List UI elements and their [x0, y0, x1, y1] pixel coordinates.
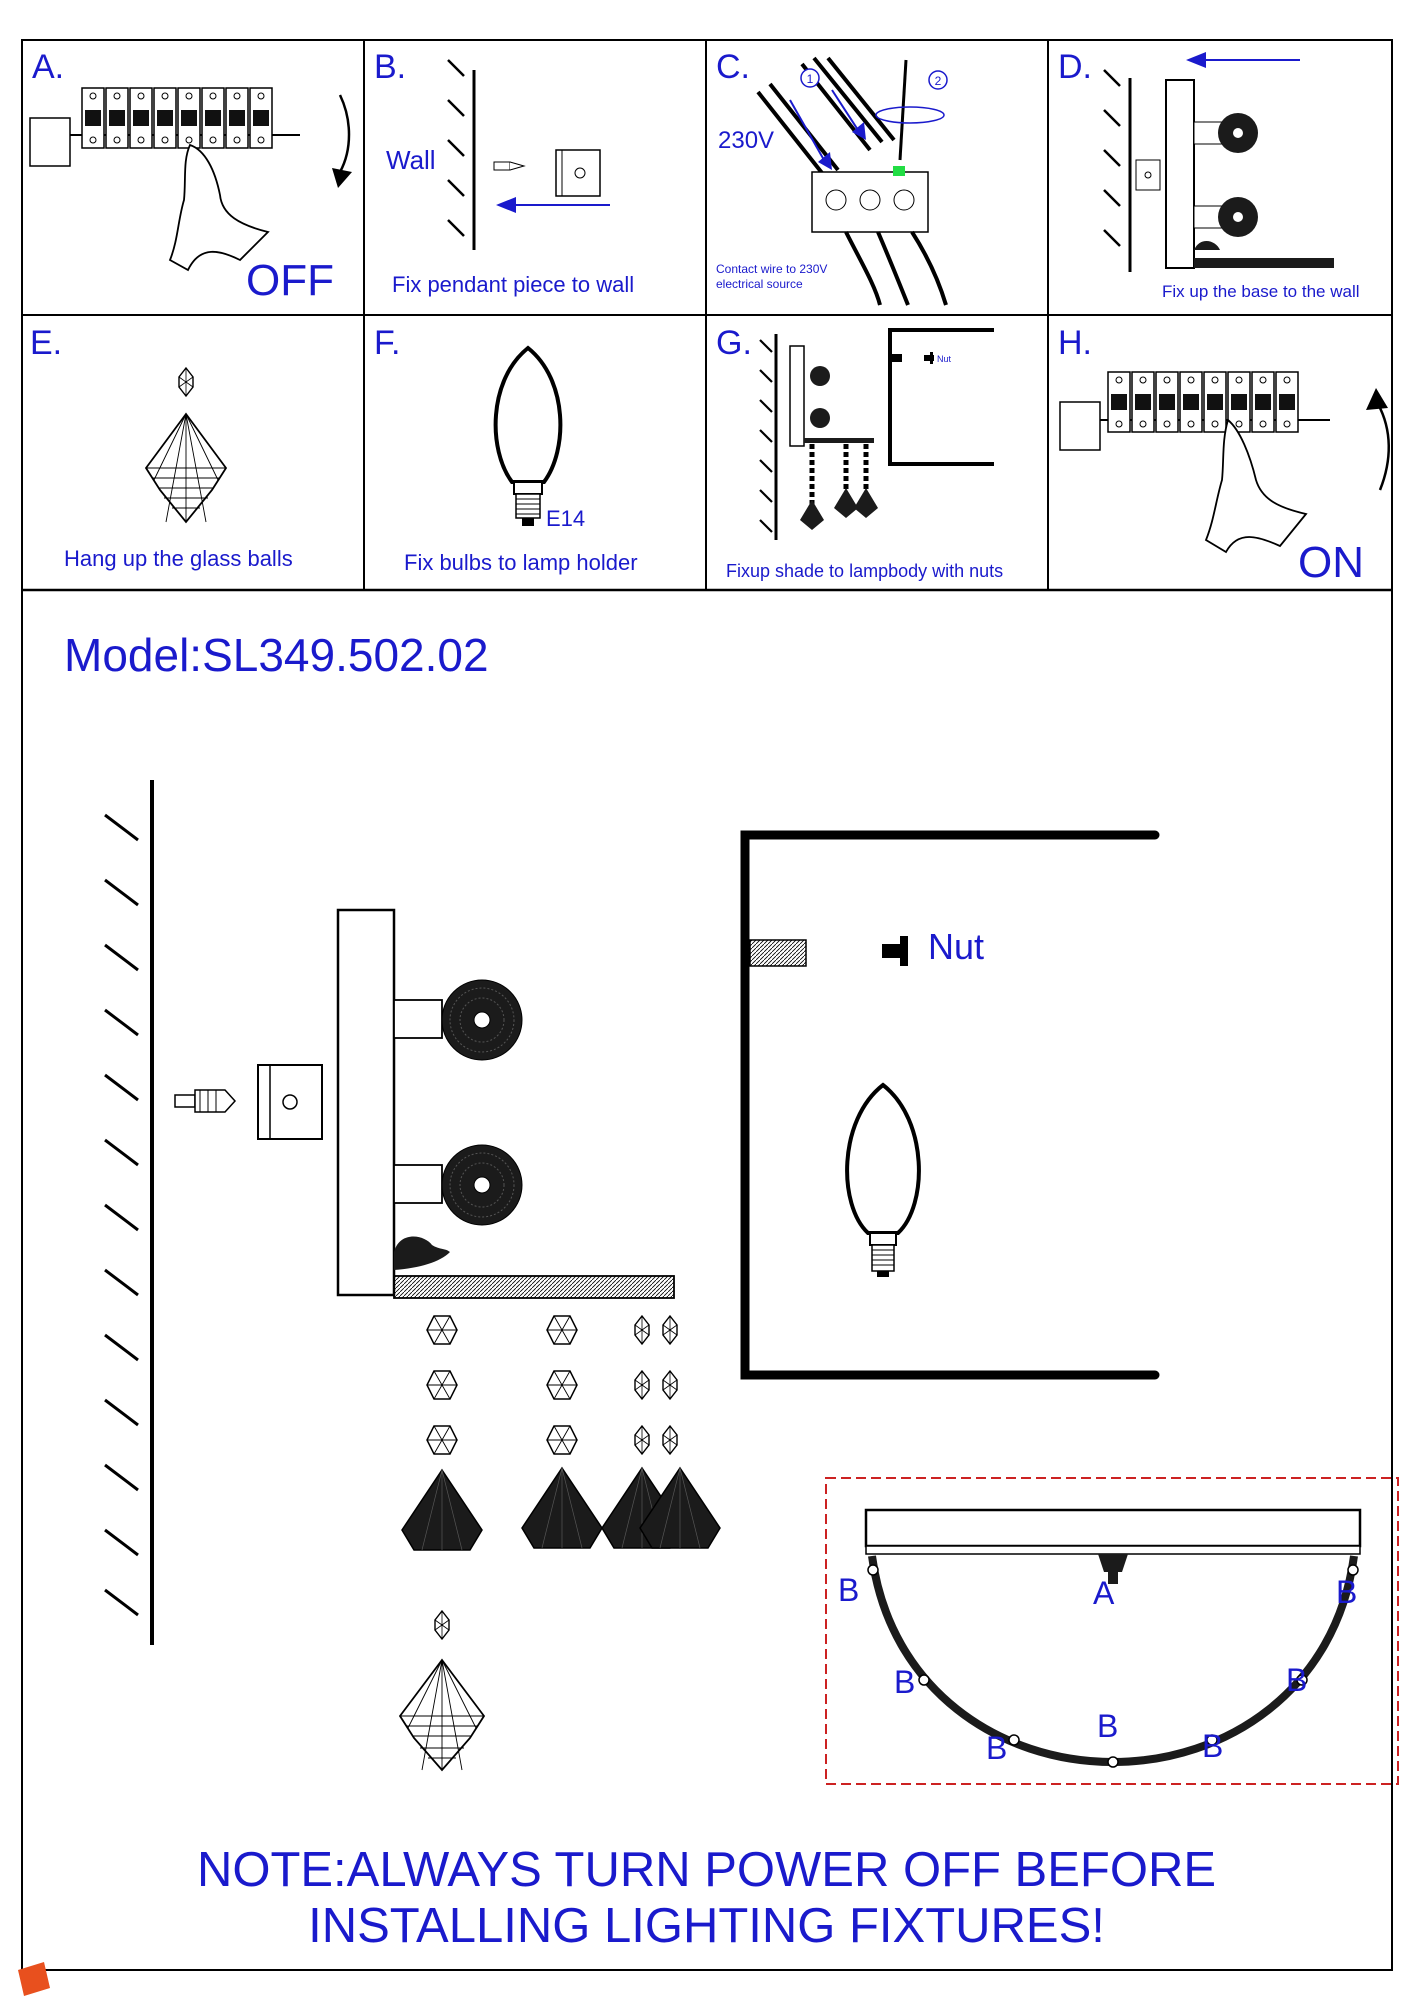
- main-bulb: [845, 1082, 921, 1277]
- panel-d-base-illustration: [1103, 52, 1334, 272]
- model-title: Model:SL349.502.02: [64, 629, 489, 681]
- step-c-caption: Contact wire to 230V electrical source: [716, 262, 828, 291]
- callout-b: B: [1202, 1728, 1224, 1764]
- main-nut-label: Nut: [928, 926, 985, 967]
- marker-2-label: 2: [935, 74, 942, 88]
- step-b-wall-label: Wall: [386, 145, 436, 175]
- step-c-voltage: 230V: [718, 127, 775, 154]
- step-a-letter: A.: [32, 48, 65, 86]
- step-d-caption: Fix up the base to the wall: [1162, 282, 1360, 301]
- main-mounting-bracket: [174, 1064, 323, 1140]
- step-b-caption: Fix pendant piece to wall: [392, 272, 635, 297]
- step-g-nut-label: Nut: [937, 354, 952, 364]
- store-badge-icon: [18, 1962, 50, 1996]
- step-h-caption: ON: [1298, 538, 1364, 587]
- safety-note-line-1: NOTE:ALWAYS TURN POWER OFF BEFORE: [196, 1843, 1217, 1897]
- step-b-letter: B.: [374, 48, 407, 86]
- step-f-bulb-label: E14: [546, 506, 586, 531]
- panel-g-shade-illustration: [759, 328, 994, 540]
- step-e-caption: Hang up the glass balls: [64, 546, 293, 571]
- callout-b: B: [894, 1664, 916, 1700]
- panel-b-wall-illustration: [447, 59, 610, 250]
- callout-b: B: [838, 1572, 860, 1608]
- panel-c-wiring-illustration: 1 2: [756, 56, 948, 306]
- callout-b: B: [986, 1730, 1008, 1766]
- detail-view: [825, 1477, 1399, 1785]
- main-lamp-body: [336, 908, 675, 1299]
- step-h-letter: H.: [1058, 324, 1092, 362]
- main-wall-illustration: [104, 780, 154, 1645]
- step-f-letter: F.: [374, 324, 401, 362]
- step-f-caption: Fix bulbs to lamp holder: [404, 550, 638, 575]
- panel-f-bulb-illustration: [493, 345, 563, 526]
- step-g-caption: Fixup shade to lampbody with nuts: [726, 561, 1004, 581]
- step-g-letter: G.: [716, 324, 752, 362]
- step-c-letter: C.: [716, 48, 750, 86]
- panel-h-breaker-illustration: [1059, 371, 1390, 554]
- main-shade: [740, 830, 1160, 1380]
- main-crystal-strands: [398, 1315, 721, 1772]
- safety-note-line-2: INSTALLING LIGHTING FIXTURES!: [308, 1899, 1105, 1953]
- callout-b: B: [1336, 1574, 1358, 1610]
- step-e-letter: E.: [30, 324, 63, 362]
- callout-b: B: [1286, 1662, 1308, 1698]
- panel-e-crystal-illustration: [144, 367, 228, 524]
- callout-a: A: [1093, 1575, 1115, 1611]
- callout-b: B: [1097, 1708, 1119, 1744]
- panel-a-breaker-illustration: [29, 87, 352, 272]
- step-d-letter: D.: [1058, 48, 1092, 86]
- step-a-caption: OFF: [246, 256, 334, 305]
- marker-1-label: 1: [807, 72, 814, 86]
